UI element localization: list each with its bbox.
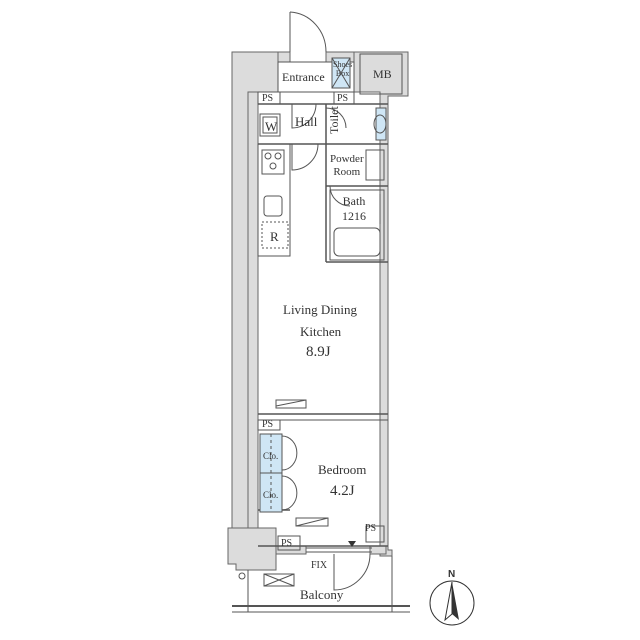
closets [259, 433, 298, 513]
bath-line2: 1216 [342, 209, 366, 223]
walls [227, 51, 409, 571]
label-mb: MB [373, 67, 392, 81]
label-toilet: Toilet [327, 106, 341, 134]
compass-icon [429, 580, 475, 626]
label-ps-top-right: PS [337, 93, 349, 104]
label-clo-lower: Clo. [263, 490, 279, 500]
compass-label: N [448, 569, 456, 580]
label-ps-bottom-right: PS [365, 523, 377, 534]
fixtures [257, 103, 387, 591]
powder-line1: Powder [330, 153, 364, 165]
window-marker [348, 541, 356, 547]
label-bath: Bath 1216 [342, 194, 366, 224]
bath-line1: Bath [342, 194, 366, 208]
label-bedroom-size: 4.2J [330, 483, 355, 499]
label-fix: FIX [311, 560, 328, 571]
label-powder-room: Powder Room [330, 153, 364, 179]
label-ps-top-left: PS [262, 93, 274, 104]
powder-line2: Room [333, 166, 361, 178]
label-ldk-size: 8.9J [306, 344, 331, 360]
label-ps-mid: PS [262, 419, 274, 430]
label-clo-upper: Clo. [263, 451, 279, 461]
label-ldk-line1: Living Dining [283, 302, 358, 317]
label-r: R [270, 229, 279, 244]
label-bedroom: Bedroom [318, 462, 367, 477]
label-balcony: Balcony [300, 587, 344, 602]
label-ldk-line2: Kitchen [300, 324, 342, 339]
label-hall: Hall [295, 114, 318, 129]
label-entrance: Entrance [282, 70, 325, 84]
label-w: W [265, 119, 278, 134]
shoes-line1: Shoes [333, 60, 353, 69]
balcony [232, 556, 410, 613]
label-shoes-box: Shoes Box [333, 60, 352, 78]
shoes-line2: Box [335, 69, 350, 78]
label-ps-bottom-left: PS [281, 538, 293, 549]
drain-icon [238, 572, 246, 580]
